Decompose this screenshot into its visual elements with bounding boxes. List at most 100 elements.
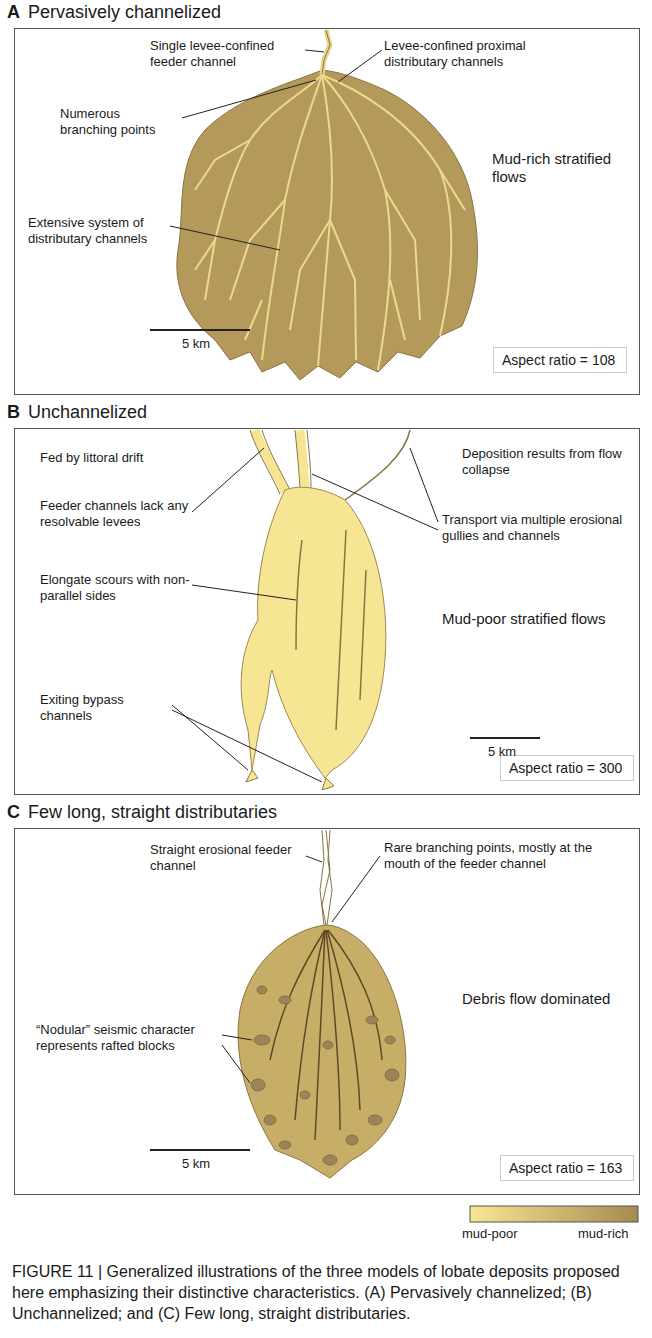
annotation: Elongate scours with non-parallel sides [40, 572, 190, 603]
leader-lines-part [182, 80, 316, 118]
scale-label: 5 km [488, 744, 516, 760]
leader-lines-part [192, 585, 296, 600]
figure-panel: CFew long, straight distributariesAspect… [14, 828, 640, 1195]
lobe-b-part [250, 430, 311, 494]
lobe-c-part-part [279, 996, 291, 1004]
lobe-a-part-part [290, 220, 330, 330]
panel-letter: A [7, 2, 20, 22]
annotation: Exiting bypass channels [40, 692, 170, 723]
leader-lines-part [312, 474, 438, 530]
lobe-c-part-part [300, 1091, 310, 1099]
lobe-c-part-part [251, 1079, 265, 1091]
legend-end-label: mud-poor [462, 1226, 518, 1242]
lobe-c-part-part [323, 1041, 333, 1049]
lobe-c-part [320, 830, 332, 925]
lobe-c-part-part [315, 930, 325, 1140]
panel-title: Pervasively channelized [28, 2, 221, 22]
leader-lines-part [222, 1045, 250, 1083]
leader-lines-part [410, 448, 438, 522]
leader-lines [172, 448, 438, 782]
figure-caption: FIGURE 11 | Generalized illustrations of… [12, 1262, 640, 1324]
lobe-b-part-part [336, 530, 346, 730]
lobe-b-part [246, 770, 334, 790]
lobe-b-part-part [322, 778, 334, 790]
lobe-b [241, 430, 410, 790]
lobe-a-part-part [330, 220, 356, 360]
legend-end-label: mud-rich [578, 1226, 629, 1242]
lobe-c-part-part [279, 1141, 291, 1149]
scale-label: 5 km [182, 336, 210, 352]
scale-bar [470, 737, 540, 739]
aspect-ratio-text: Aspect ratio = 163 [509, 1160, 622, 1176]
lobe-a [177, 30, 478, 380]
lobe-a-part-part [322, 75, 390, 370]
mud-gradient-bar [470, 1206, 638, 1222]
lobe-a-part [195, 75, 465, 370]
aspect-ratio-text: Aspect ratio = 108 [502, 352, 615, 368]
lobe-c-part-part [254, 1035, 270, 1045]
annotation: Rare branching points, mostly at the mou… [384, 840, 599, 871]
aspect-ratio-box: Aspect ratio = 163 [500, 1155, 634, 1181]
aspect-ratio-box: Aspect ratio = 300 [500, 755, 634, 781]
lobe-a-part [322, 30, 330, 75]
leader-lines-part [332, 856, 380, 922]
panel-heading: B Unchannelized [7, 402, 147, 423]
leader-lines-part [305, 50, 324, 52]
annotation: Deposition results from flow collapse [462, 446, 627, 477]
lobe-b-part [345, 430, 410, 500]
lobe-c-part-part [328, 930, 382, 1060]
lobe-c-part-part [270, 930, 325, 1060]
lobe-c-part [238, 925, 406, 1178]
flow-type-label: Mud-poor stratified flows [442, 610, 605, 628]
lobe-a-part [322, 30, 330, 75]
panel-letter: B [7, 402, 20, 422]
lobe-c-part-part [346, 1135, 358, 1145]
panel-title: Few long, straight distributaries [28, 802, 277, 822]
lobe-c-part [270, 930, 382, 1140]
aspect-ratio-box: Aspect ratio = 108 [493, 347, 627, 373]
lobe-a-part-part [195, 240, 215, 270]
scale-bar-part [150, 329, 250, 331]
leader-lines-part [192, 448, 264, 512]
lobe-a-part-part [230, 200, 285, 300]
panel-heading: A Pervasively channelized [7, 2, 221, 23]
scale-bar [150, 1149, 250, 1151]
lobe-c-part-part [264, 1115, 276, 1125]
lobe-a-part-part [195, 140, 250, 190]
leader-lines-part [172, 710, 322, 782]
lobe-c-part-part [326, 930, 340, 1130]
lobe-b-part-part [296, 540, 302, 650]
lobe-b-part [296, 530, 366, 730]
lobe-c-part-part [257, 986, 267, 994]
lobe-c-part-part [323, 1155, 337, 1165]
annotation: Extensive system of distributary channel… [28, 215, 168, 246]
panel-heading: C Few long, straight distributaries [7, 802, 277, 823]
lobe-a-part-part [322, 75, 451, 336]
leader-lines-part [306, 856, 322, 862]
annotation: Levee-confined proximal distributary cha… [384, 38, 584, 69]
leader-lines-part [222, 1035, 252, 1040]
figure-panel: APervasively channelizedAspect ratio = 1… [14, 28, 640, 395]
aspect-ratio-text: Aspect ratio = 300 [509, 760, 622, 776]
scale-bar-part [470, 737, 540, 739]
leader-lines-part [170, 226, 280, 250]
lobe-b-part [241, 487, 386, 778]
annotation: Straight erosional feeder channel [150, 842, 305, 873]
lobe-a-part-part [385, 190, 420, 320]
lobe-a-part-part [205, 75, 322, 300]
leader-lines [222, 856, 380, 1083]
annotation: Numerous branching points [60, 106, 180, 137]
lobe-a-part [177, 70, 478, 380]
annotation: Single levee-confined feeder channel [150, 38, 305, 69]
scale-label: 5 km [182, 1156, 210, 1172]
lobe-b-part-part [246, 770, 258, 782]
lobe-a-part-part [440, 170, 465, 210]
annotation: Fed by littoral drift [40, 450, 143, 466]
leader-lines-part [172, 705, 248, 770]
flow-type-label: Mud-rich stratified flows [492, 150, 622, 186]
lobe-c-part-part [368, 1115, 382, 1125]
lobe-c-part-part [327, 930, 360, 1110]
panel-title: Unchannelized [28, 402, 147, 422]
panel-letter: C [7, 802, 20, 822]
